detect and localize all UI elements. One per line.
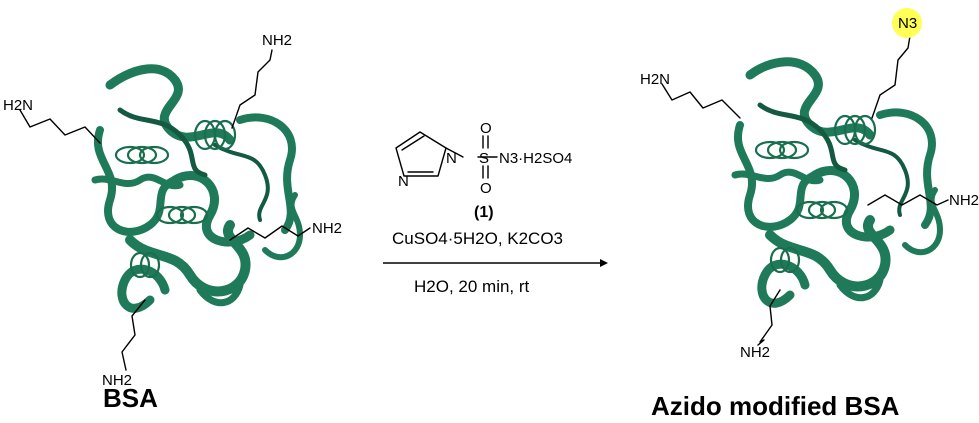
amine-label: H2N: [640, 71, 670, 88]
sulfur-label: S: [479, 150, 489, 167]
helix-coils: [114, 119, 237, 279]
azido-bsa-protein-structure: N3 H2N NH2 NH2 Azido modified BSA: [640, 8, 979, 421]
amine-label: NH2: [102, 372, 132, 389]
bsa-label: BSA: [103, 383, 158, 413]
lysine-chain-bottom: NH2: [740, 289, 781, 361]
lysine-chain-right: NH2: [867, 192, 979, 209]
amine-label: H2N: [3, 97, 33, 114]
lysine-chain-left: H2N: [3, 97, 101, 144]
lysine-chain-left: H2N: [640, 71, 741, 119]
azido-bsa-label: Azido modified BSA: [651, 391, 900, 421]
imidazole-sulfonyl-azide-reagent: N N S O O N3·H2SO4 (1): [395, 120, 572, 221]
imidazole-n1-label: N: [446, 150, 457, 167]
oxygen-top-label: O: [480, 120, 492, 137]
catalyst-conditions: CuSO4·5H2O, K2CO3: [392, 229, 563, 248]
imidazole-n3-label: N: [398, 173, 409, 190]
azide-salt-label: N3·H2SO4: [499, 150, 572, 167]
reaction-conditions: H2O, 20 min, rt: [414, 277, 530, 296]
protein-ribbon: [731, 57, 943, 308]
azide-label: N3: [898, 15, 917, 32]
reaction-arrow: [383, 259, 608, 267]
lysine-chain-right: NH2: [229, 220, 342, 241]
compound-number: (1): [474, 204, 494, 221]
oxygen-bottom-label: O: [480, 180, 492, 197]
lysine-chain-azide: N3: [871, 8, 922, 119]
helix-coils: [754, 114, 877, 274]
amine-label: NH2: [312, 220, 342, 237]
lysine-chain-bottom: NH2: [102, 299, 146, 389]
amine-label: NH2: [949, 192, 979, 209]
bsa-protein-structure: H2N NH2 NH2 NH2 BSA: [3, 32, 342, 413]
lysine-chain-top: NH2: [231, 32, 292, 129]
amine-label: NH2: [262, 32, 292, 49]
azide-highlight: [892, 8, 922, 38]
amine-label: NH2: [740, 344, 770, 361]
protein-ribbon: [91, 64, 303, 313]
